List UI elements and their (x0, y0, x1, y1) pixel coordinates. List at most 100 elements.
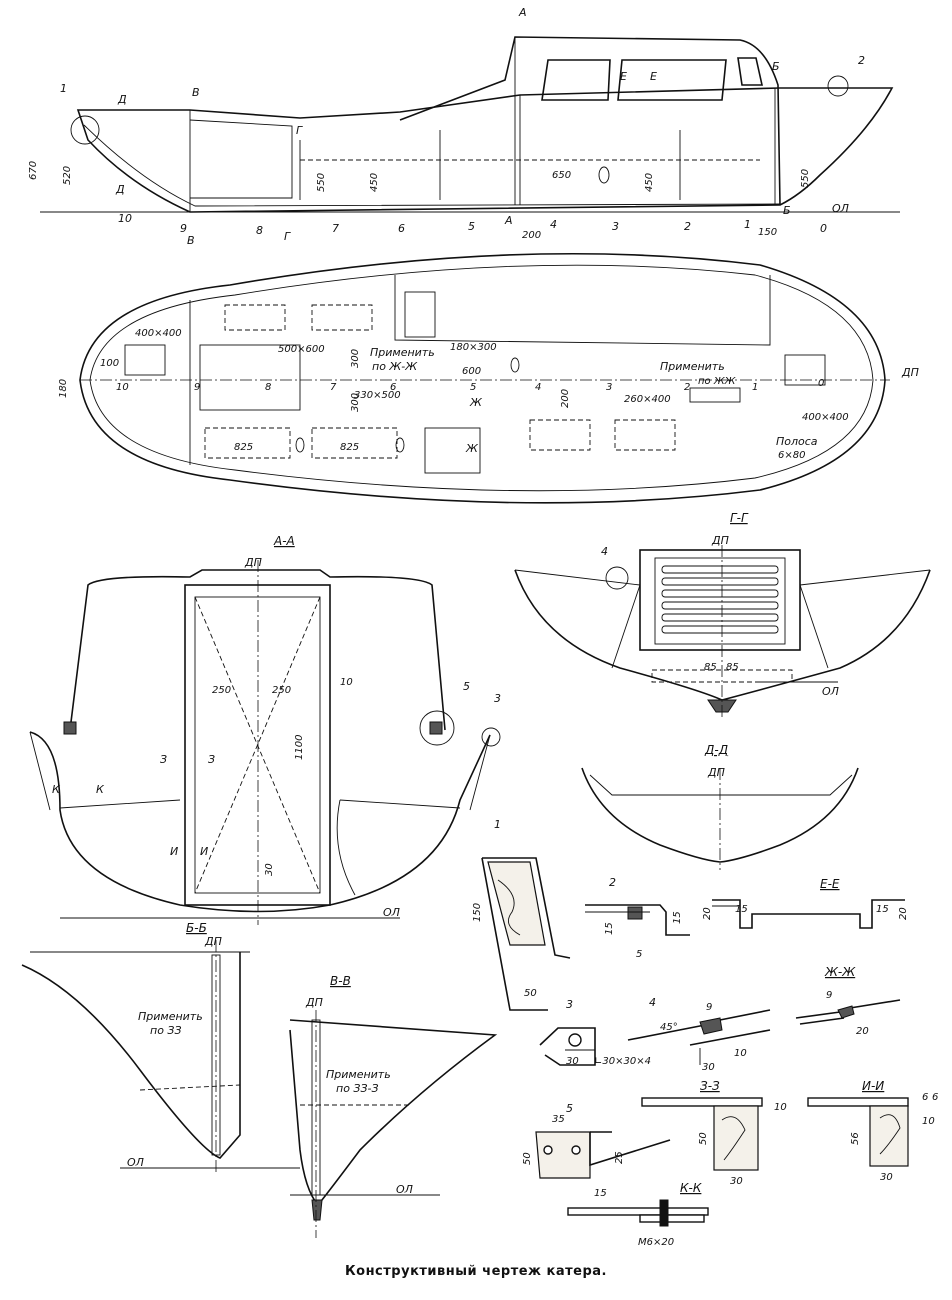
section-bb: Б-Б ДП Применить по ЗЗ ОЛ (21, 921, 300, 1175)
profile-marker-b-top: Б (772, 60, 780, 73)
detail-5: 5 35 50 25 15 (522, 1102, 671, 1199)
plan-station-4: 4 (535, 382, 541, 393)
plan-centerline-label: ДП (901, 366, 919, 379)
plan-dim-100: 100 (100, 358, 119, 369)
profile-callout-1: 1 (60, 82, 67, 95)
section-gg-baseline: ОЛ (822, 685, 839, 698)
section-vv-title: В-В (330, 974, 351, 988)
profile-dim-200: 200 (522, 230, 541, 241)
section-dd-title: Д-Д (704, 743, 728, 757)
profile-dim-450-aft: 450 (369, 173, 380, 192)
detail-1-dim-50: 50 (524, 988, 537, 999)
profile-marker-d-top: Д (117, 93, 127, 106)
profile-station-5: 5 (468, 220, 475, 233)
section-gg-dim-85-left: 85 (704, 662, 717, 673)
profile-station-4: 4 (550, 218, 557, 231)
detail-ee-dim-20-right: 20 (898, 907, 909, 920)
section-vv-centerline: ДП (305, 996, 323, 1009)
plan-hatch-fwd: 400×400 (802, 412, 849, 423)
plan-strip-size: 6×80 (778, 450, 805, 461)
detail-2-dim-15-right: 15 (672, 911, 683, 924)
profile-view: 1 2 А А Б Б В В Г Г Д Д Е Е 670 520 550 … (28, 6, 900, 247)
detail-1: 1 150 50 (472, 818, 571, 1011)
detail-4-dim-30: 30 (702, 1062, 715, 1073)
section-gg-dim-85-right: 85 (726, 662, 739, 673)
profile-marker-b-bottom: Б (783, 204, 791, 217)
detail-3-number: 3 (566, 998, 573, 1011)
detail-zhzh-dim-20: 20 (856, 1026, 869, 1037)
plan-dim-600: 600 (462, 366, 481, 377)
detail-ii: И-И 6 6 10 56 30 (807, 1079, 938, 1183)
detail-4-dim-9: 9 (706, 1002, 712, 1013)
plan-marker-zh-2: Ж (465, 442, 479, 455)
plan-station-10: 10 (116, 382, 129, 393)
profile-callout-2: 2 (858, 54, 865, 67)
profile-marker-v-bottom: В (187, 234, 195, 247)
detail-ee-dim-15-left: 15 (735, 904, 748, 915)
profile-dim-550-aft: 550 (316, 173, 327, 192)
plan-note-apply-2: Применить (660, 360, 725, 373)
plan-station-7: 7 (330, 382, 337, 393)
profile-marker-e-1: Е (620, 70, 627, 83)
profile-dim-520: 520 (62, 166, 73, 185)
plan-note-zhzh-1: по Ж-Ж (372, 360, 418, 373)
section-dd-centerline: ДП (707, 766, 725, 779)
section-aa-dim-30: 30 (264, 863, 275, 876)
plan-dim-825-a: 825 (234, 442, 253, 453)
section-aa-dim-10: 10 (340, 677, 353, 688)
section-bb-title: Б-Б (186, 921, 207, 935)
detail-3-dim-30: 30 (566, 1056, 579, 1067)
profile-station-7: 7 (332, 222, 339, 235)
section-aa-marker-i-left: И (170, 845, 178, 858)
detail-4-angle-45: 45° (660, 1022, 678, 1033)
plan-note-zhzh-2: по ЖЖ (698, 376, 737, 387)
section-aa: А-А ДП ОЛ 250 250 10 1100 30 З З К К И И… (29, 534, 501, 925)
detail-kk: К-К М6×20 (567, 1181, 709, 1248)
plan-station-2: 2 (684, 382, 690, 393)
detail-5-number: 5 (566, 1102, 573, 1115)
profile-station-9: 9 (180, 222, 187, 235)
detail-4: 4 9 45° 30 10 (627, 996, 771, 1073)
section-aa-title: А-А (273, 534, 295, 548)
profile-baseline-label: ОЛ (832, 202, 849, 215)
section-gg-callout-4: 4 (601, 545, 608, 558)
section-vv-note-2: по ЗЗ-З (336, 1082, 379, 1095)
section-vv-baseline: ОЛ (396, 1183, 413, 1196)
plan-hatch-330x500: 330×500 (354, 390, 401, 401)
detail-zhzh-dim-9: 9 (826, 990, 832, 1001)
plan-view: 400×400 100 180 500×600 Применить по Ж-Ж… (58, 252, 919, 504)
section-aa-callout-3: 3 (494, 692, 501, 705)
detail-zz-dim-50: 50 (698, 1132, 709, 1145)
plan-hatch-aft: 400×400 (135, 328, 182, 339)
plan-dim-300-upper: 300 (350, 349, 361, 368)
detail-1-dim-150: 150 (472, 903, 483, 922)
profile-marker-a-bottom: А (504, 214, 513, 227)
section-aa-callout-5: 5 (463, 680, 470, 693)
section-aa-dim-1100: 1100 (294, 735, 305, 760)
detail-ii-dim-56: 56 (850, 1132, 861, 1145)
section-bb-baseline: ОЛ (127, 1156, 144, 1169)
detail-4-number: 4 (649, 996, 656, 1009)
section-bb-note-2: по ЗЗ (150, 1024, 182, 1037)
detail-zhzh: Ж-Ж 9 20 (795, 965, 901, 1037)
plan-station-3: 3 (606, 382, 612, 393)
detail-ee-dim-20-left: 20 (702, 907, 713, 920)
detail-ii-dim-6-a: 6 (922, 1092, 928, 1103)
detail-zz-dim-30: 30 (730, 1176, 743, 1187)
section-bb-note-1: Применить (138, 1010, 203, 1023)
detail-ii-title: И-И (862, 1079, 884, 1093)
detail-ee: Е-Е 20 15 15 20 (702, 877, 909, 929)
plan-hatch-180x300: 180×300 (450, 342, 497, 353)
detail-5-dim-15: 15 (594, 1188, 607, 1199)
detail-zhzh-title: Ж-Ж (824, 965, 856, 979)
section-gg-title: Г-Г (730, 511, 749, 525)
plan-station-0: 0 (818, 378, 824, 389)
section-aa-dim-250-right: 250 (272, 685, 291, 696)
detail-5-dim-35: 35 (552, 1114, 565, 1125)
plan-marker-zh-1: Ж (469, 396, 483, 409)
detail-kk-bolt: М6×20 (638, 1237, 674, 1248)
plan-station-8: 8 (265, 382, 271, 393)
detail-kk-title: К-К (680, 1181, 702, 1195)
detail-2-dim-15-left: 15 (604, 922, 615, 935)
callout-circle-2 (827, 75, 849, 97)
